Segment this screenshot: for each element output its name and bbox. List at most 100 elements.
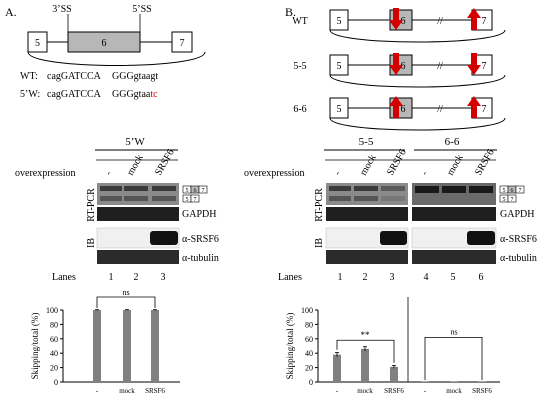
panel-a-label: A. xyxy=(5,5,17,19)
y-axis-label: Skipping/total (%) xyxy=(30,313,40,380)
svg-text:7: 7 xyxy=(202,188,205,194)
skip-arc xyxy=(27,51,206,66)
svg-text:6: 6 xyxy=(401,16,406,27)
condition-label: mock xyxy=(445,153,466,178)
gapdh-label-a: GAPDH xyxy=(182,209,216,220)
svg-text:6: 6 xyxy=(194,188,197,194)
skip-arc xyxy=(329,74,506,88)
intron-break: // xyxy=(437,104,443,115)
splice-site-arrow xyxy=(467,8,481,30)
y-axis-label: Skipping/total (%) xyxy=(285,313,295,380)
svg-text:5: 5 xyxy=(337,16,342,27)
svg-text:7: 7 xyxy=(482,61,487,72)
x-tick-label: - xyxy=(424,387,427,395)
x-tick-label: - xyxy=(96,387,99,395)
significance-label: ** xyxy=(361,330,371,340)
gapdh-band-a xyxy=(97,207,179,221)
lane-number: 2 xyxy=(363,272,368,283)
lane-number: 3 xyxy=(390,272,395,283)
condition-label: SRSF6 xyxy=(153,147,177,177)
rtpcr-label-a: RT-PCR xyxy=(86,188,97,222)
lane-numbers-b: 1 2 3 4 5 6 xyxy=(338,272,484,283)
mut-label: 5’W: xyxy=(20,89,40,100)
exon-7-box xyxy=(171,31,193,53)
gapdh-band-b1 xyxy=(326,207,408,221)
legend-a: 5 6 7 5 7 xyxy=(182,185,208,203)
exon-7-label: 7 xyxy=(180,38,185,49)
lanes-label-a: Lanes xyxy=(52,272,76,283)
srsf6-ab-label-b: α-SRSF6 xyxy=(500,234,537,245)
exon-5-label: 5 xyxy=(35,38,40,49)
svg-text:7: 7 xyxy=(482,104,487,115)
bar xyxy=(93,310,101,382)
exon-5-box xyxy=(329,9,349,31)
y-tick-label: 0 xyxy=(54,378,58,387)
srsf6-ab-label-a: α-SRSF6 xyxy=(182,234,219,245)
significance-bracket xyxy=(96,296,156,308)
significance-bracket xyxy=(424,336,483,380)
lane-number: 6 xyxy=(479,272,484,283)
lane-number: 5 xyxy=(451,272,456,283)
gapdh-band-b2 xyxy=(412,207,496,221)
svg-text:6: 6 xyxy=(511,188,514,194)
significance-label: ns xyxy=(450,327,457,336)
overexpression-label-a: overexpression xyxy=(15,168,76,179)
svg-text:7: 7 xyxy=(511,197,514,203)
condition-label: SRSF6 xyxy=(473,147,497,177)
svg-text:7: 7 xyxy=(194,197,197,203)
x-tick-label: SRSF6 xyxy=(145,387,165,395)
condition-label: - xyxy=(103,169,114,177)
y-tick-label: 60 xyxy=(50,335,58,344)
svg-text:5: 5 xyxy=(337,61,342,72)
bar xyxy=(361,348,369,382)
mut-seq2: GGGgtaatc xyxy=(112,89,158,100)
panel-a-sequences: WT: cagGATCCA GGGgtaagt 5’W: cagGATCCA G… xyxy=(20,71,158,100)
row-label: WT xyxy=(292,16,308,27)
lane-number: 3 xyxy=(161,272,166,283)
x-tick-label: SRSF6 xyxy=(472,387,492,395)
y-tick-label: 80 xyxy=(305,320,313,329)
y-tick-label: 20 xyxy=(305,364,313,373)
bar xyxy=(333,354,341,382)
exon-5-box xyxy=(27,31,48,53)
svg-text:5: 5 xyxy=(503,188,506,194)
splice-site-arrow xyxy=(389,53,403,75)
blot-b-group2: 6-6 xyxy=(445,136,460,148)
tubulin-band-b1 xyxy=(326,250,408,264)
tubulin-ab-label-a: α-tubulin xyxy=(182,253,219,264)
condition-label: - xyxy=(419,169,430,177)
wt-seq: cagGATCCA xyxy=(47,71,102,82)
lane-number: 4 xyxy=(424,272,429,283)
intron-break: // xyxy=(437,16,443,27)
y-tick-label: 20 xyxy=(50,364,58,373)
lane-number: 1 xyxy=(338,272,343,283)
panel-a-splice-diagram: 5 6 7 3’SS 5’SS xyxy=(27,4,206,66)
svg-text:5: 5 xyxy=(503,197,506,203)
y-tick-label: 100 xyxy=(46,306,58,315)
exon-5-box xyxy=(329,54,349,76)
tubulin-band-a xyxy=(97,250,179,264)
wt-label: WT: xyxy=(20,71,38,82)
svg-text:5: 5 xyxy=(186,197,189,203)
x-tick-label: mock xyxy=(357,387,373,395)
x-tick-label: - xyxy=(336,387,339,395)
intron-break: // xyxy=(437,61,443,72)
blot-b-group1: 5-5 xyxy=(359,136,374,148)
exon-5-box xyxy=(329,97,349,119)
splice-site-arrow xyxy=(467,96,481,118)
lanes-label-b: Lanes xyxy=(278,272,302,283)
significance-bracket xyxy=(336,339,395,363)
exon-6-box xyxy=(67,31,141,53)
panel-b-label: B. xyxy=(285,5,296,19)
condition-label: - xyxy=(332,169,343,177)
svg-text:6: 6 xyxy=(401,61,406,72)
bar xyxy=(151,310,159,382)
splice-site-arrow xyxy=(467,53,481,75)
rtpcr-label-b: RT-PCR xyxy=(314,188,325,222)
svg-text:7: 7 xyxy=(482,16,487,27)
